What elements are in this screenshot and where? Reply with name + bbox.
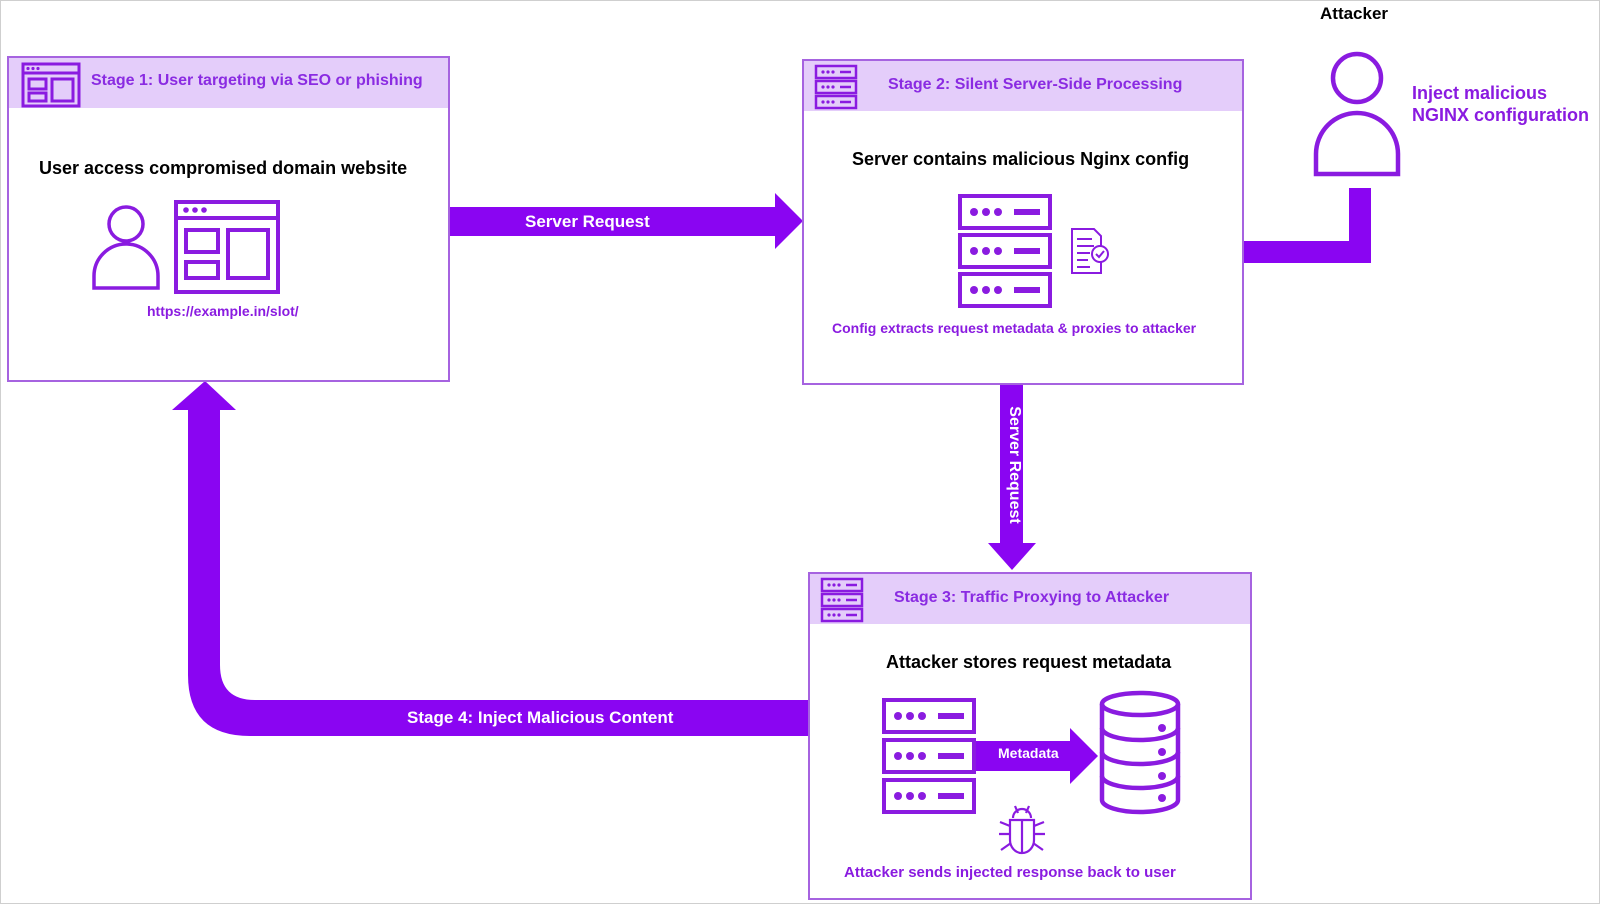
attacker-label: Attacker (1320, 4, 1389, 23)
server-request-label-vertical: Server Request (1006, 406, 1023, 524)
arrow-server-request-horizontal (395, 193, 803, 249)
stage2-caption: Config extracts request metadata & proxi… (832, 320, 1197, 336)
stage1-header-text: Stage 1: User targeting via SEO or phish… (91, 72, 423, 89)
stage1-box: Stage 1: User targeting via SEO or phish… (7, 56, 450, 382)
server-rack-icon (814, 64, 858, 110)
stage1-url: https://example.in/slot/ (147, 303, 299, 319)
stage4-label: Stage 4: Inject Malicious Content (407, 708, 674, 727)
metadata-label: Metadata (998, 745, 1059, 761)
user-icon (1313, 51, 1401, 177)
server-rack-icon (820, 577, 864, 623)
server-rack-icon (882, 698, 976, 814)
database-icon (1099, 690, 1181, 815)
stage2-box: Stage 2: Silent Server-Side Processing S… (802, 59, 1244, 385)
arrow-server-request-vertical (988, 377, 1036, 570)
metadata-arrow (976, 728, 1098, 784)
user-icon (92, 205, 160, 290)
stage2-header (804, 61, 1242, 111)
server-rack-icon (958, 194, 1052, 308)
attacker-action-line1: Inject malicious (1412, 83, 1548, 103)
stage3-box: Stage 3: Traffic Proxying to Attacker At… (808, 572, 1252, 900)
stage3-header-text: Stage 3: Traffic Proxying to Attacker (894, 589, 1170, 606)
attacker-action-line2: NGINX configuration (1412, 105, 1589, 125)
arrow-stage4-return (172, 381, 810, 736)
stage3-caption: Attacker sends injected response back to… (844, 864, 1176, 881)
stage2-title: Server contains malicious Nginx config (852, 149, 1190, 169)
config-document-icon (1071, 228, 1109, 274)
stage2-header-text: Stage 2: Silent Server-Side Processing (888, 76, 1183, 93)
stage3-header (810, 574, 1250, 624)
server-request-label-horizontal: Server Request (525, 212, 650, 231)
bug-icon (999, 805, 1045, 855)
stage3-title: Attacker stores request metadata (886, 652, 1172, 672)
browser-window-icon (174, 200, 280, 294)
stage1-header (9, 58, 448, 108)
stage1-title: User access compromised domain website (39, 158, 408, 178)
browser-window-icon (21, 62, 81, 108)
